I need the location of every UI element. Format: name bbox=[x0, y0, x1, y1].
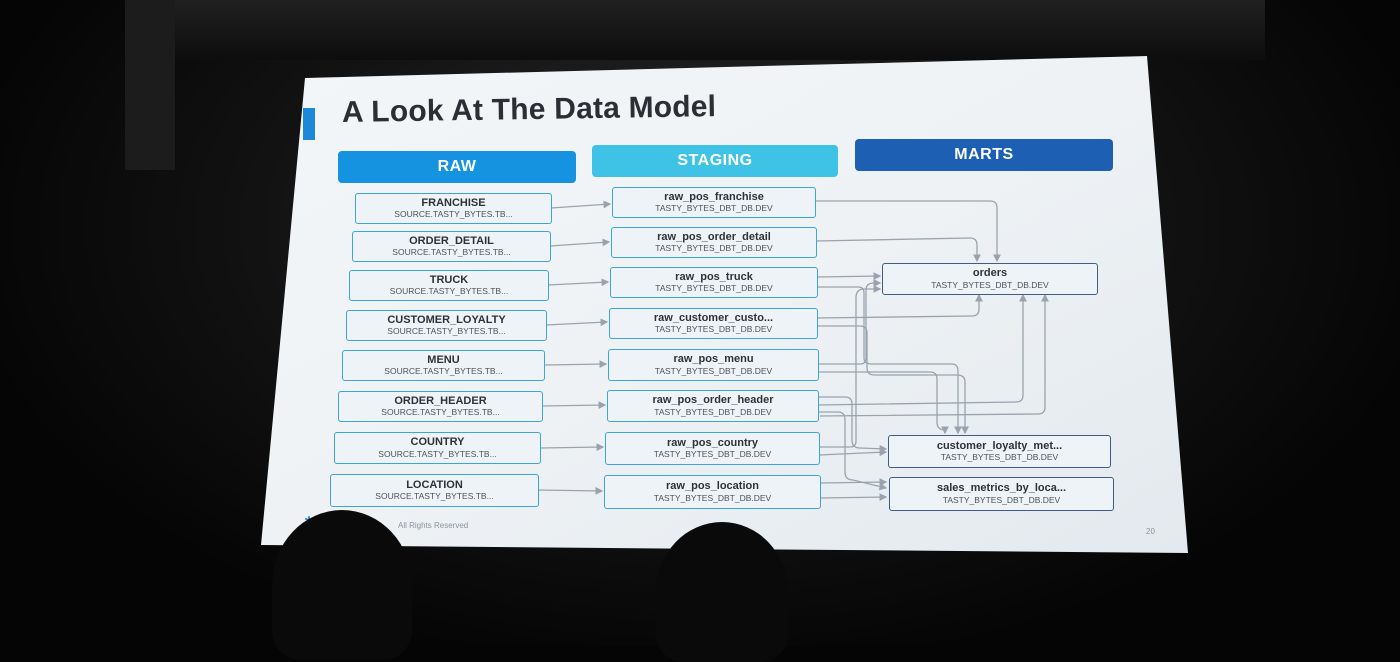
node-name: raw_pos_location bbox=[666, 480, 759, 493]
edge-truck bbox=[547, 278, 610, 287]
node-source: TASTY_BYTES_DBT_DB.DEV bbox=[653, 449, 772, 460]
mart-node-sales-metrics: sales_metrics_by_loca... TASTY_BYTES_DBT… bbox=[889, 477, 1114, 511]
node-name: raw_pos_menu bbox=[673, 353, 754, 366]
staging-node-order-header: raw_pos_order_header TASTY_BYTES_DBT_DB.… bbox=[607, 390, 819, 422]
node-name: ORDER_HEADER bbox=[394, 394, 487, 407]
edge-franchise bbox=[550, 200, 612, 209]
raw-node-order-detail: ORDER_DETAIL SOURCE.TASTY_BYTES.TB... bbox=[352, 231, 551, 262]
staging-node-menu: raw_pos_menu TASTY_BYTES_DBT_DB.DEV bbox=[608, 349, 819, 381]
edge-stg-truck-orders bbox=[816, 272, 882, 281]
slide-page-number: 20 bbox=[1146, 527, 1155, 536]
node-name: ORDER_DETAIL bbox=[409, 234, 494, 247]
ceiling-shadow bbox=[125, 0, 1265, 60]
mart-node-customer-loyalty: customer_loyalty_met... TASTY_BYTES_DBT_… bbox=[888, 435, 1111, 468]
node-source: TASTY_BYTES_DBT_DB.DEV bbox=[655, 243, 773, 254]
staging-node-order-detail: raw_pos_order_detail TASTY_BYTES_DBT_DB.… bbox=[611, 227, 817, 258]
staging-node-location: raw_pos_location TASTY_BYTES_DBT_DB.DEV bbox=[604, 475, 821, 509]
edge-stg-menu-loyalty bbox=[818, 371, 949, 435]
node-source: SOURCE.TASTY_BYTES.TB... bbox=[392, 247, 511, 258]
node-name: LOCATION bbox=[406, 478, 463, 491]
raw-column-header: RAW bbox=[338, 151, 576, 183]
title-accent-bar bbox=[303, 108, 315, 140]
node-source: TASTY_BYTES_DBT_DB.DEV bbox=[654, 406, 772, 417]
edge-stg-country-loyalty bbox=[818, 448, 888, 457]
edge-stg-truck-loyalty bbox=[816, 286, 962, 435]
edge-stg-order-header-orders bbox=[817, 293, 1027, 406]
edge-stg-order-header-orders-2 bbox=[819, 293, 1049, 417]
node-source: SOURCE.TASTY_BYTES.TB... bbox=[387, 326, 506, 337]
marts-column-header: MARTS bbox=[855, 139, 1113, 171]
node-name: raw_pos_country bbox=[666, 436, 759, 449]
staging-node-customer: raw_customer_custo... TASTY_BYTES_DBT_DB… bbox=[609, 308, 818, 339]
wall-panel bbox=[125, 0, 175, 170]
edge-menu bbox=[543, 360, 608, 369]
node-source: TASTY_BYTES_DBT_DB.DEV bbox=[653, 492, 772, 503]
node-name: MENU bbox=[427, 353, 460, 366]
node-name: raw_pos_order_header bbox=[652, 394, 774, 407]
edge-stg-customer-orders bbox=[816, 293, 983, 319]
lineage-edges bbox=[537, 200, 1049, 501]
edge-customer-loyalty bbox=[545, 318, 609, 327]
edge-location bbox=[537, 486, 604, 495]
node-source: TASTY_BYTES_DBT_DB.DEV bbox=[655, 203, 773, 214]
raw-node-country: COUNTRY SOURCE.TASTY_BYTES.TB... bbox=[334, 432, 541, 464]
slide-title: A Look At The Data Model bbox=[341, 90, 717, 129]
node-source: TASTY_BYTES_DBT_DB.DEV bbox=[931, 279, 1049, 290]
edge-stg-order-detail-orders bbox=[815, 237, 981, 263]
staging-node-franchise: raw_pos_franchise TASTY_BYTES_DBT_DB.DEV bbox=[612, 187, 816, 218]
staging-node-country: raw_pos_country TASTY_BYTES_DBT_DB.DEV bbox=[605, 432, 820, 465]
raw-node-truck: TRUCK SOURCE.TASTY_BYTES.TB... bbox=[349, 270, 549, 301]
edge-stg-customer-loyalty bbox=[817, 325, 969, 435]
staging-column-header: STAGING bbox=[592, 145, 838, 177]
raw-node-franchise: FRANCHISE SOURCE.TASTY_BYTES.TB... bbox=[355, 193, 552, 224]
edge-country bbox=[539, 443, 605, 452]
node-source: SOURCE.TASTY_BYTES.TB... bbox=[378, 448, 497, 459]
node-source: SOURCE.TASTY_BYTES.TB... bbox=[394, 209, 513, 220]
edge-stg-location-sales bbox=[819, 478, 888, 486]
edge-stg-location-sales-2 bbox=[819, 493, 888, 501]
edge-stg-franchise-orders bbox=[815, 200, 1001, 263]
node-name: CUSTOMER_LOYALTY bbox=[387, 313, 506, 326]
staging-node-truck: raw_pos_truck TASTY_BYTES_DBT_DB.DEV bbox=[610, 267, 818, 298]
edge-order-header bbox=[541, 401, 607, 410]
node-name: TRUCK bbox=[429, 273, 469, 286]
node-name: sales_metrics_by_loca... bbox=[936, 482, 1067, 495]
node-source: TASTY_BYTES_DBT_DB.DEV bbox=[654, 324, 773, 335]
node-name: COUNTRY bbox=[410, 436, 465, 449]
node-name: raw_pos_truck bbox=[675, 270, 753, 283]
node-name: raw_pos_order_detail bbox=[657, 230, 771, 243]
node-source: SOURCE.TASTY_BYTES.TB... bbox=[389, 286, 509, 297]
node-name: raw_pos_franchise bbox=[664, 190, 764, 203]
node-name: customer_loyalty_met... bbox=[936, 439, 1063, 452]
audience-head-left bbox=[272, 510, 412, 660]
node-source: TASTY_BYTES_DBT_DB.DEV bbox=[655, 283, 773, 294]
node-name: raw_customer_custo... bbox=[653, 311, 774, 324]
edge-stg-header-loyalty bbox=[818, 396, 888, 453]
node-source: SOURCE.TASTY_BYTES.TB... bbox=[381, 407, 500, 418]
edge-stg-header-sales bbox=[818, 411, 888, 491]
mart-node-orders: orders TASTY_BYTES_DBT_DB.DEV bbox=[882, 263, 1098, 295]
projection-screen: A Look At The Data Model RAW STAGING MAR… bbox=[261, 56, 1188, 553]
audience-head-right bbox=[656, 522, 788, 662]
node-source: SOURCE.TASTY_BYTES.TB... bbox=[384, 366, 503, 377]
raw-node-customer-loyalty: CUSTOMER_LOYALTY SOURCE.TASTY_BYTES.TB..… bbox=[346, 310, 547, 341]
node-name: FRANCHISE bbox=[421, 196, 486, 209]
edge-stg-menu-orders bbox=[818, 279, 882, 365]
raw-node-order-header: ORDER_HEADER SOURCE.TASTY_BYTES.TB... bbox=[338, 391, 543, 422]
node-source: TASTY_BYTES_DBT_DB.DEV bbox=[654, 365, 773, 376]
slide-footer: All Rights Reserved bbox=[398, 521, 469, 530]
edge-stg-country-orders bbox=[819, 285, 882, 448]
edge-order-detail bbox=[549, 238, 611, 247]
raw-node-menu: MENU SOURCE.TASTY_BYTES.TB... bbox=[342, 350, 545, 381]
node-source: TASTY_BYTES_DBT_DB.DEV bbox=[942, 494, 1061, 505]
node-source: SOURCE.TASTY_BYTES.TB... bbox=[375, 491, 494, 502]
node-source: TASTY_BYTES_DBT_DB.DEV bbox=[940, 452, 1059, 463]
node-name: orders bbox=[972, 267, 1008, 280]
raw-node-location: LOCATION SOURCE.TASTY_BYTES.TB... bbox=[330, 474, 539, 507]
